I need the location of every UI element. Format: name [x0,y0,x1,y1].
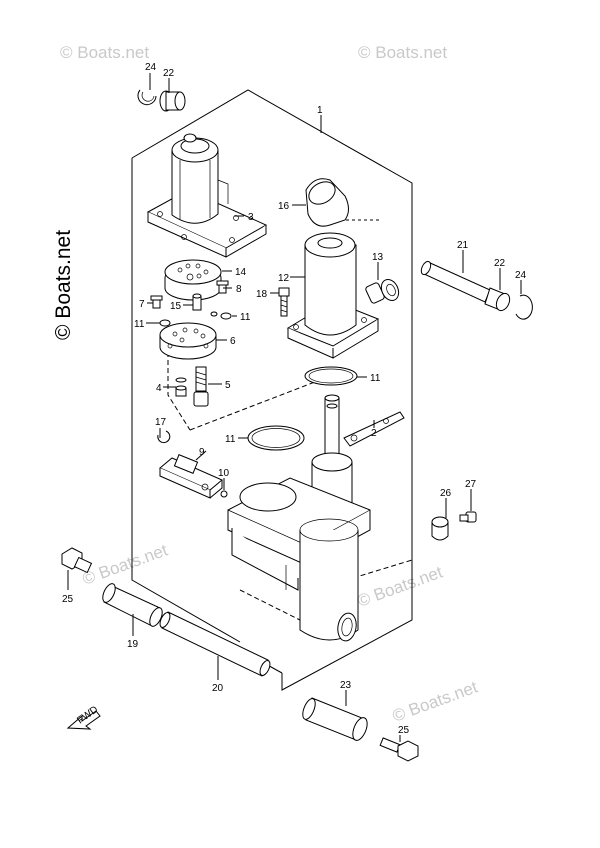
callout-6: 6 [230,336,236,347]
part-6-valve-body [159,322,217,360]
part-9-manual-valve [159,454,223,499]
callout-3: 3 [248,212,254,223]
part-15-pin [192,293,202,311]
part-13-plug [365,278,400,304]
part-20-tube [159,611,271,677]
watermark-top-left: © Boats.net [60,43,149,62]
callout-2: 2 [371,428,377,439]
callout-20: 20 [212,683,224,694]
part-8-screw [216,280,229,294]
part-25-bolt-left [61,547,93,574]
part-4-valve [175,377,187,397]
callout-18: 18 [256,289,268,300]
part-3-motor [146,133,268,258]
part-22-bushing-top [159,90,186,112]
callout-25-left: 25 [62,594,74,605]
part-24-clip-top [137,89,157,106]
callout-11-lower: 11 [225,434,236,445]
part-17-clip [157,430,171,444]
part-16-reservoir [305,178,349,227]
callout-25-right: 25 [398,725,410,736]
callout-11-right: 11 [240,312,251,323]
callout-11-ring: 11 [370,373,381,384]
part-26-collar [431,516,449,541]
callout-4: 4 [156,383,162,394]
part-14-pump [164,259,222,301]
assembly-frame [131,89,413,691]
callout-8: 8 [236,284,242,295]
part-19-sleeve [102,583,163,627]
callout-24-right: 24 [515,270,527,281]
callout-13: 13 [372,252,384,263]
main-cylinder [227,394,371,642]
callout-9: 9 [199,447,205,458]
part-23-sleeve [302,697,368,741]
callout-24-top: 24 [145,62,157,73]
part-24-clip-right [515,294,533,320]
part-11-orings-large [247,366,358,451]
part-10-washer [220,490,228,498]
corner-watermarks: © Boats.net © Boats.net © Boats.net © Bo… [60,43,480,726]
callout-numbers: 24 22 1 3 14 8 7 15 11 11 6 4 5 17 9 10 … [62,62,527,736]
callout-16: 16 [278,201,290,212]
callout-26: 26 [440,488,452,499]
part-25-bolt-right [379,737,419,762]
callout-27: 27 [465,479,477,490]
callout-14: 14 [235,267,247,278]
callout-19: 19 [127,639,139,650]
part-2-bracket [343,411,405,447]
callout-21: 21 [457,240,469,251]
part-7-screw [150,295,163,309]
watermark-bottom-right: © Boats.net [390,677,480,725]
callout-7: 7 [139,299,145,310]
callout-10: 10 [218,468,230,479]
part-5-valve [193,366,209,407]
callout-15: 15 [170,301,182,312]
part-22-bushing-right [484,287,511,312]
callout-1: 1 [317,105,323,116]
part-27-bolt [459,511,477,523]
fwd-arrow-icon: FWD [66,704,101,730]
callout-23: 23 [340,680,352,691]
leader-lines [67,73,522,742]
watermark-mid-left: © Boats.net [80,540,170,588]
callout-11-left: 11 [134,319,145,330]
part-12-tank [286,232,380,359]
callout-12: 12 [278,273,290,284]
callout-22-top: 22 [163,68,175,79]
callout-17: 17 [155,417,167,428]
part-21-pin [420,260,491,303]
callout-5: 5 [225,380,231,391]
watermark-mid-right: © Boats.net [355,562,445,610]
watermark-top-right: © Boats.net [358,43,447,62]
part-18-bolt [278,287,290,317]
callout-22-right: 22 [494,258,506,269]
